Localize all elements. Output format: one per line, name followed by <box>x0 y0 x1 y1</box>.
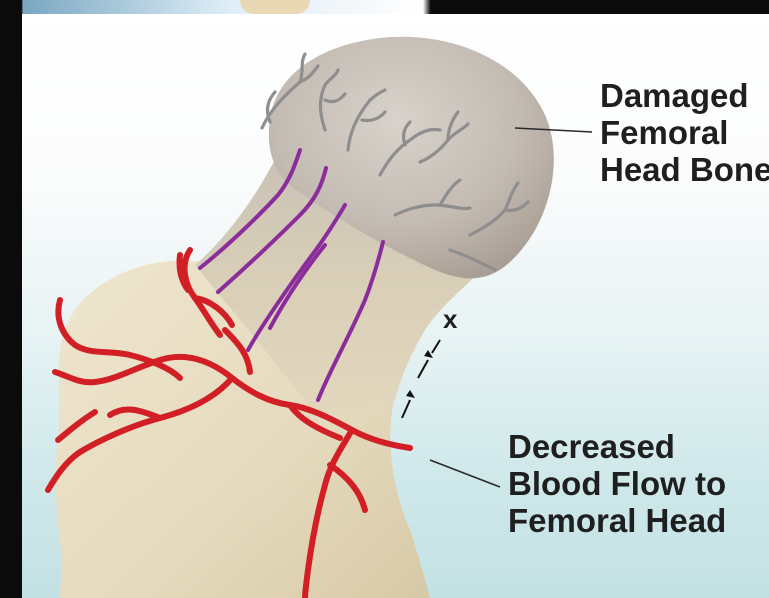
decreased-blood-flow-label: Decreased Blood Flow to Femoral Head <box>508 428 726 539</box>
label-line: Blood Flow to <box>508 465 726 502</box>
flow-pointer-line <box>430 460 500 487</box>
label-line: Damaged <box>600 77 769 114</box>
label-line: Head Bone <box>600 151 769 188</box>
damaged-femoral-head-label: Damaged Femoral Head Bone <box>600 77 769 188</box>
label-line: Femoral <box>600 114 769 151</box>
label-line: Decreased <box>508 428 726 465</box>
blocked-marker: x <box>443 306 457 332</box>
label-line: Femoral Head <box>508 502 726 539</box>
